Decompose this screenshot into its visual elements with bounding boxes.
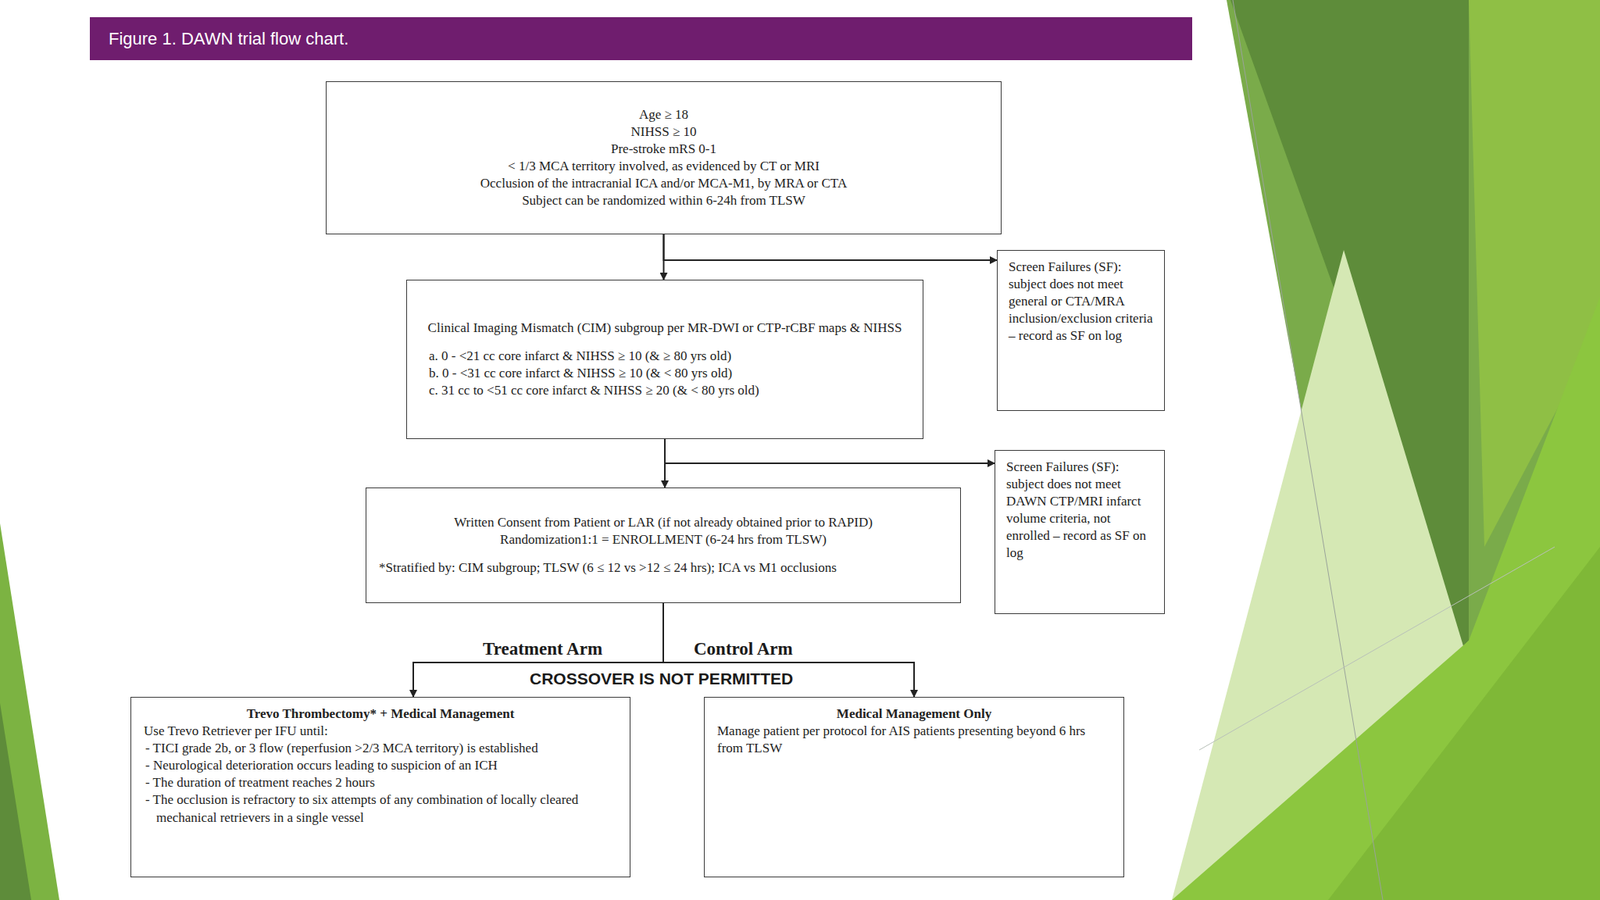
box-text: Use Trevo Retriever per IFU until: bbox=[143, 722, 618, 740]
deco-line bbox=[1232, 0, 1383, 900]
box-text: Subject can be randomized within 6-24h f… bbox=[334, 192, 993, 210]
box-text: - The duration of treatment reaches 2 ho… bbox=[143, 774, 618, 792]
box-text: b. 0 - <31 cc core infarct & NIHSS ≥ 10 … bbox=[414, 364, 915, 383]
box-text: a. 0 - <21 cc core infarct & NIHSS ≥ 10 … bbox=[414, 347, 915, 365]
box-text: Age ≥ 18 bbox=[334, 106, 993, 124]
screen-failure-box: Screen Failures (SF): subject does not m… bbox=[996, 250, 1165, 411]
box-text: Screen Failures (SF): subject does not m… bbox=[1008, 258, 1154, 345]
subgroup-box: Clinical Imaging Mismatch (CIM) subgroup… bbox=[406, 279, 924, 440]
box-text: *Stratified by: CIM subgroup; TLSW (6 ≤ … bbox=[378, 559, 948, 577]
arm-label: Control Arm bbox=[693, 639, 793, 660]
green-shape bbox=[1328, 546, 1600, 900]
box-text: < 1/3 MCA territory involved, as evidenc… bbox=[334, 157, 993, 175]
box-text: Clinical Imaging Mismatch (CIM) subgroup… bbox=[414, 319, 915, 337]
flow-arrow bbox=[663, 234, 665, 280]
screen-failure-box: Screen Failures (SF): subject does not m… bbox=[994, 450, 1165, 615]
box-text: Pre-stroke mRS 0-1 bbox=[334, 140, 993, 158]
flow-arrow bbox=[664, 439, 666, 488]
treatment-arm-box: Trevo Thrombectomy* + Medical Management… bbox=[130, 696, 631, 878]
note-label: CROSSOVER IS NOT PERMITTED bbox=[529, 669, 793, 689]
green-shape bbox=[1171, 296, 1600, 900]
arm-label: Treatment Arm bbox=[482, 639, 603, 660]
box-text: Medical Management Only bbox=[717, 705, 1111, 723]
box-text: Occlusion of the intracranial ICA and/or… bbox=[334, 175, 993, 193]
box-text: Trevo Thrombectomy* + Medical Management bbox=[143, 705, 618, 723]
box-text: Randomization1:1 = ENROLLMENT (6-24 hrs … bbox=[378, 531, 948, 549]
box-text: - The occlusion is refractory to six att… bbox=[143, 791, 618, 826]
box-text: Written Consent from Patient or LAR (if … bbox=[378, 514, 948, 532]
box-text: NIHSS ≥ 10 bbox=[334, 123, 993, 141]
box-text: - Neurological deterioration occurs lead… bbox=[143, 757, 618, 775]
flow-arrow bbox=[664, 234, 998, 261]
green-shape bbox=[0, 703, 32, 900]
randomization-box: Written Consent from Patient or LAR (if … bbox=[365, 487, 961, 604]
box-text: c. 31 cc to <51 cc core infarct & NIHSS … bbox=[414, 382, 915, 400]
box-text: - TICI grade 2b, or 3 flow (reperfusion … bbox=[143, 739, 618, 758]
title-bar: Figure 1. DAWN trial flow chart. bbox=[89, 17, 1193, 61]
green-shape bbox=[0, 523, 60, 900]
deco-line bbox=[1199, 546, 1555, 750]
box-text: Screen Failures (SF): subject does not m… bbox=[1006, 458, 1154, 563]
flow-arrow bbox=[664, 439, 995, 464]
box-text: Manage patient per protocol for AIS pati… bbox=[717, 722, 1111, 758]
figure-title: Figure 1. DAWN trial flow chart. bbox=[108, 28, 349, 50]
control-arm-box: Medical Management OnlyManage patient pe… bbox=[703, 696, 1125, 878]
eligibility-box: Age ≥ 18NIHSS ≥ 10Pre-stroke mRS 0-1< 1/… bbox=[325, 81, 1002, 235]
